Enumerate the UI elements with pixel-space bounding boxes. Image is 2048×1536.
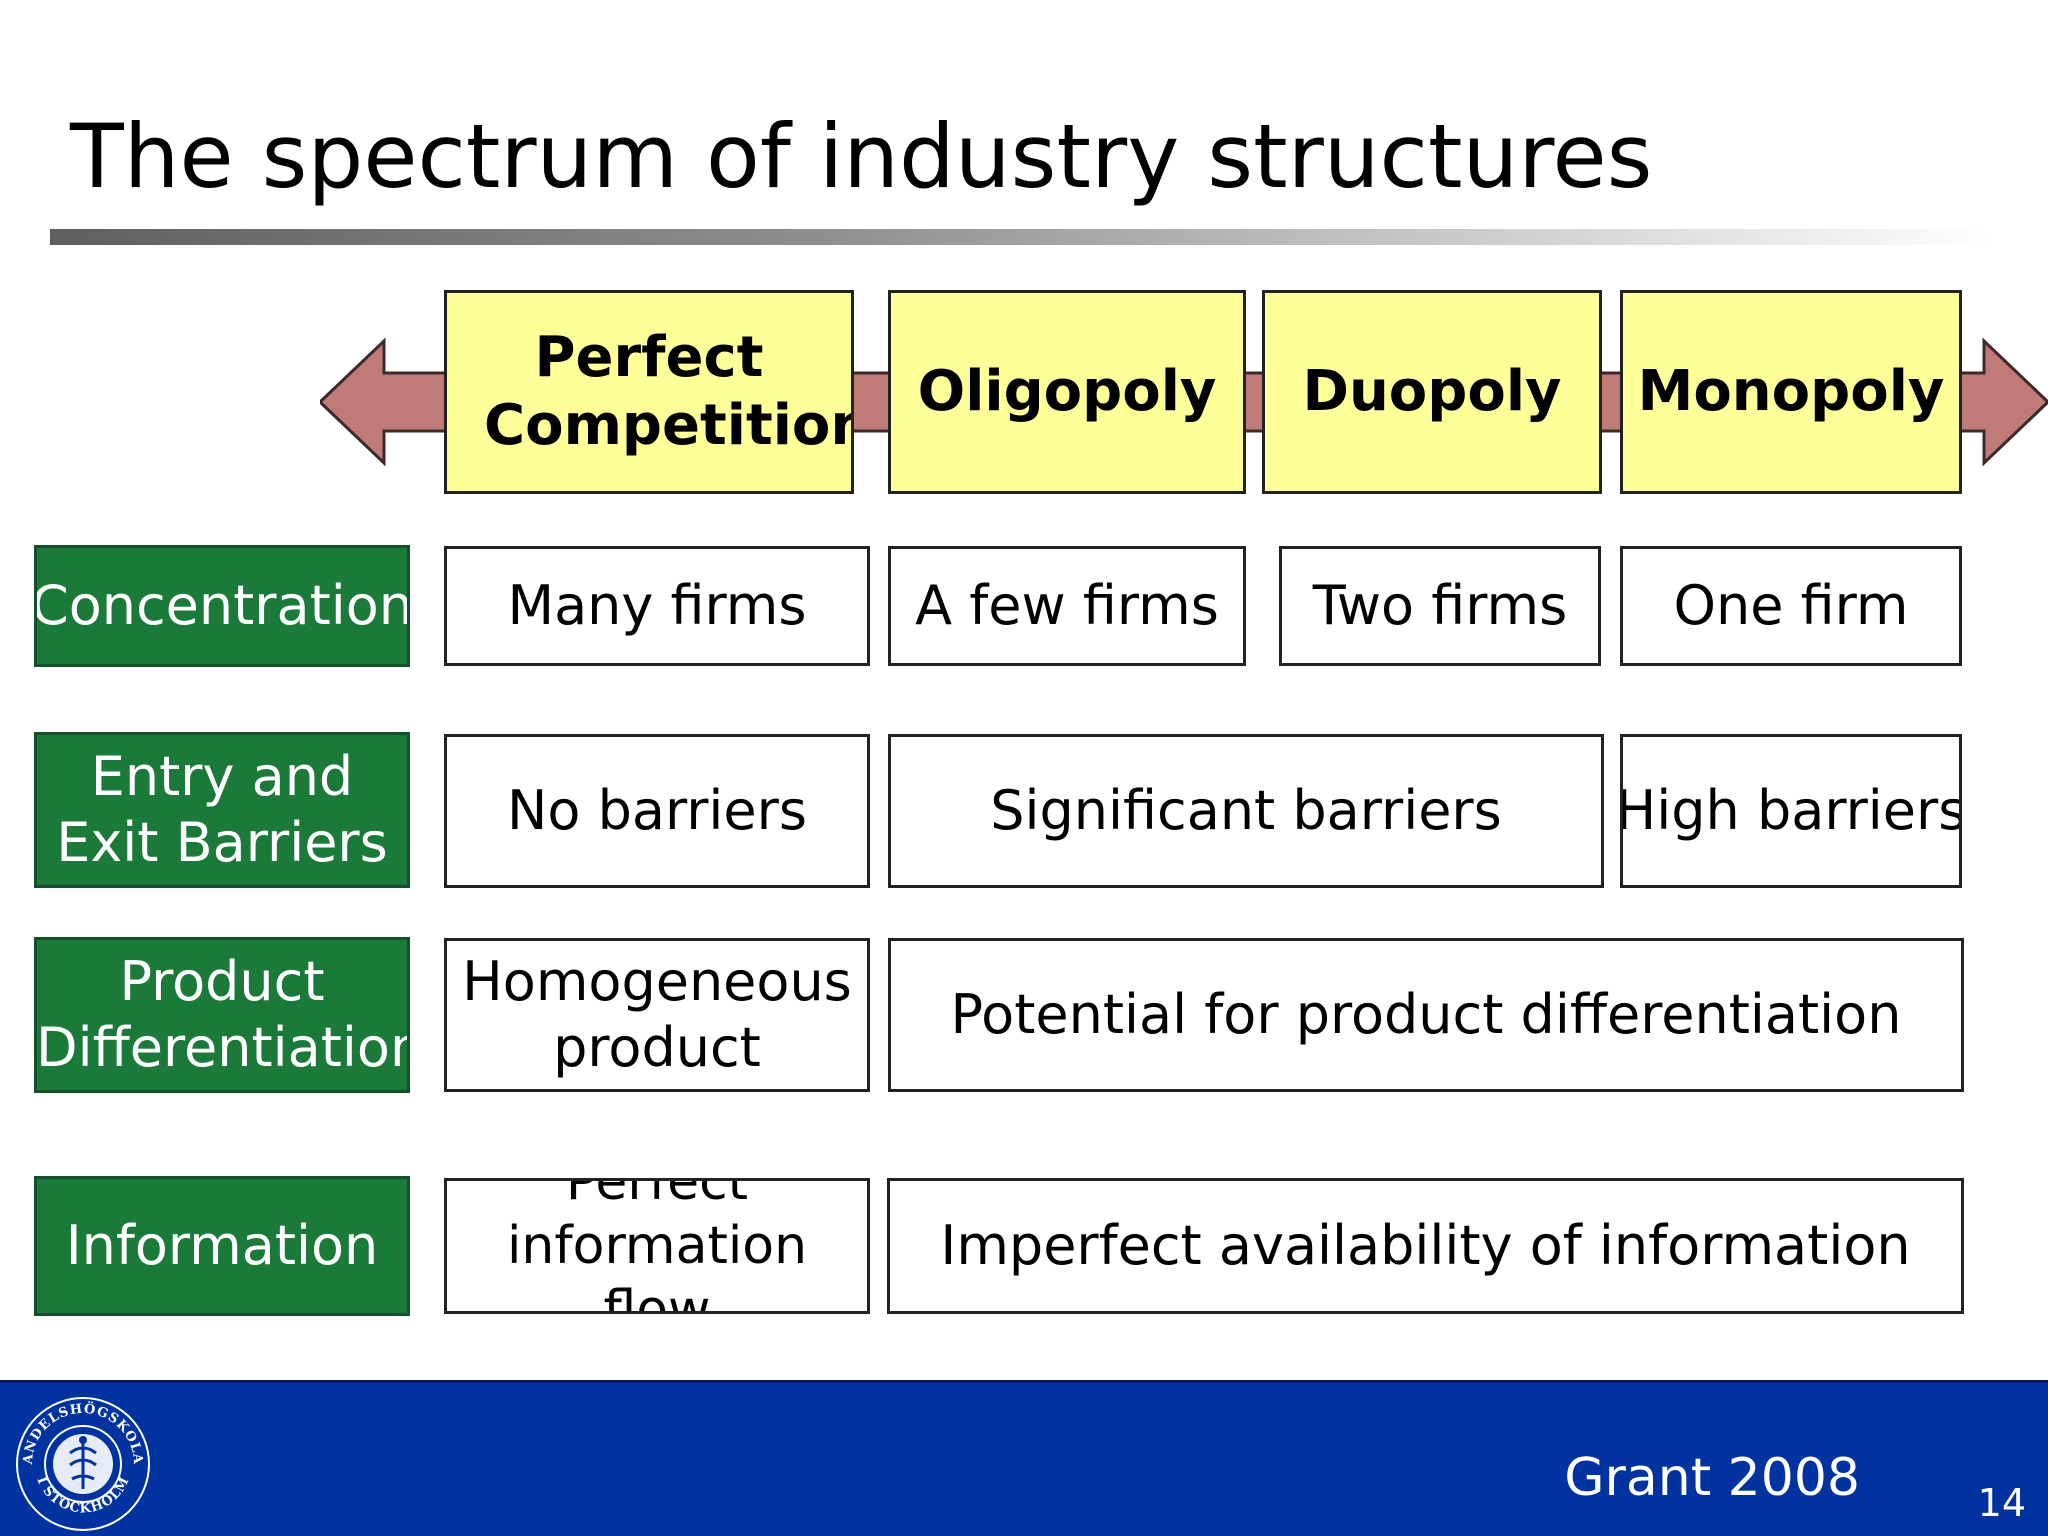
cell-concentration-oligopoly: A few firms [888, 546, 1246, 666]
cell-text: High barriers [1620, 779, 1962, 842]
row-label-entry-exit-barriers: Entry and Exit Barriers [34, 732, 410, 888]
row-label-information: Information [34, 1176, 410, 1316]
cell-text: One firm [1673, 574, 1909, 637]
row-label-text: Product Differentiation [36, 950, 410, 1079]
structure-duopoly: Duopoly [1262, 290, 1602, 494]
slide-title: The spectrum of industry structures [70, 105, 1653, 208]
cell-text: Many firms [507, 574, 807, 637]
cell-text: Significant barriers [990, 779, 1502, 842]
cell-differentiation-perfect-competition: Homogeneous product [444, 938, 870, 1092]
cell-concentration-duopoly: Two firms [1279, 546, 1601, 666]
cell-text: Two firms [1312, 574, 1568, 637]
cell-text: A few firms [915, 574, 1219, 637]
structure-label: Perfect Competition [484, 325, 854, 458]
row-label-product-differentiation: Product Differentiation [34, 937, 410, 1093]
footer-bar [0, 1380, 2048, 1536]
cell-barriers-oligopoly-duopoly: Significant barriers [888, 734, 1604, 888]
structure-perfect-competition: Perfect Competition [444, 290, 854, 494]
source-credit: Grant 2008 [1564, 1448, 1860, 1508]
cell-barriers-monopoly: High barriers [1620, 734, 1962, 888]
school-seal-icon: HANDELSHÖGSKOLAN I STOCKHOLM [12, 1393, 150, 1531]
title-divider [50, 229, 1990, 245]
cell-concentration-monopoly: One firm [1620, 546, 1962, 666]
structure-oligopoly: Oligopoly [888, 290, 1246, 494]
cell-text: Potential for product differentiation [950, 983, 1902, 1046]
structure-label: Oligopoly [917, 359, 1217, 424]
structure-monopoly: Monopoly [1620, 290, 1962, 494]
row-label-concentration: Concentration [34, 545, 410, 667]
cell-differentiation-other: Potential for product differentiation [888, 938, 1964, 1092]
cell-barriers-perfect-competition: No barriers [444, 734, 870, 888]
cell-information-other: Imperfect availability of information [887, 1178, 1964, 1314]
cell-concentration-perfect-competition: Many firms [444, 546, 870, 666]
cell-text: No barriers [507, 779, 807, 842]
structure-label: Monopoly [1637, 359, 1945, 424]
cell-text: Imperfect availability of information [940, 1214, 1911, 1277]
cell-text: Homogeneous product [462, 950, 852, 1079]
page-number: 14 [1977, 1481, 2026, 1525]
row-label-text: Entry and Exit Barriers [56, 745, 388, 874]
cell-information-perfect-competition: Perfect information flow [444, 1178, 870, 1314]
row-label-text: Information [65, 1214, 379, 1277]
structure-label: Duopoly [1302, 359, 1562, 424]
row-label-text: Concentration [34, 574, 410, 637]
cell-text: Perfect information flow [506, 1178, 808, 1314]
